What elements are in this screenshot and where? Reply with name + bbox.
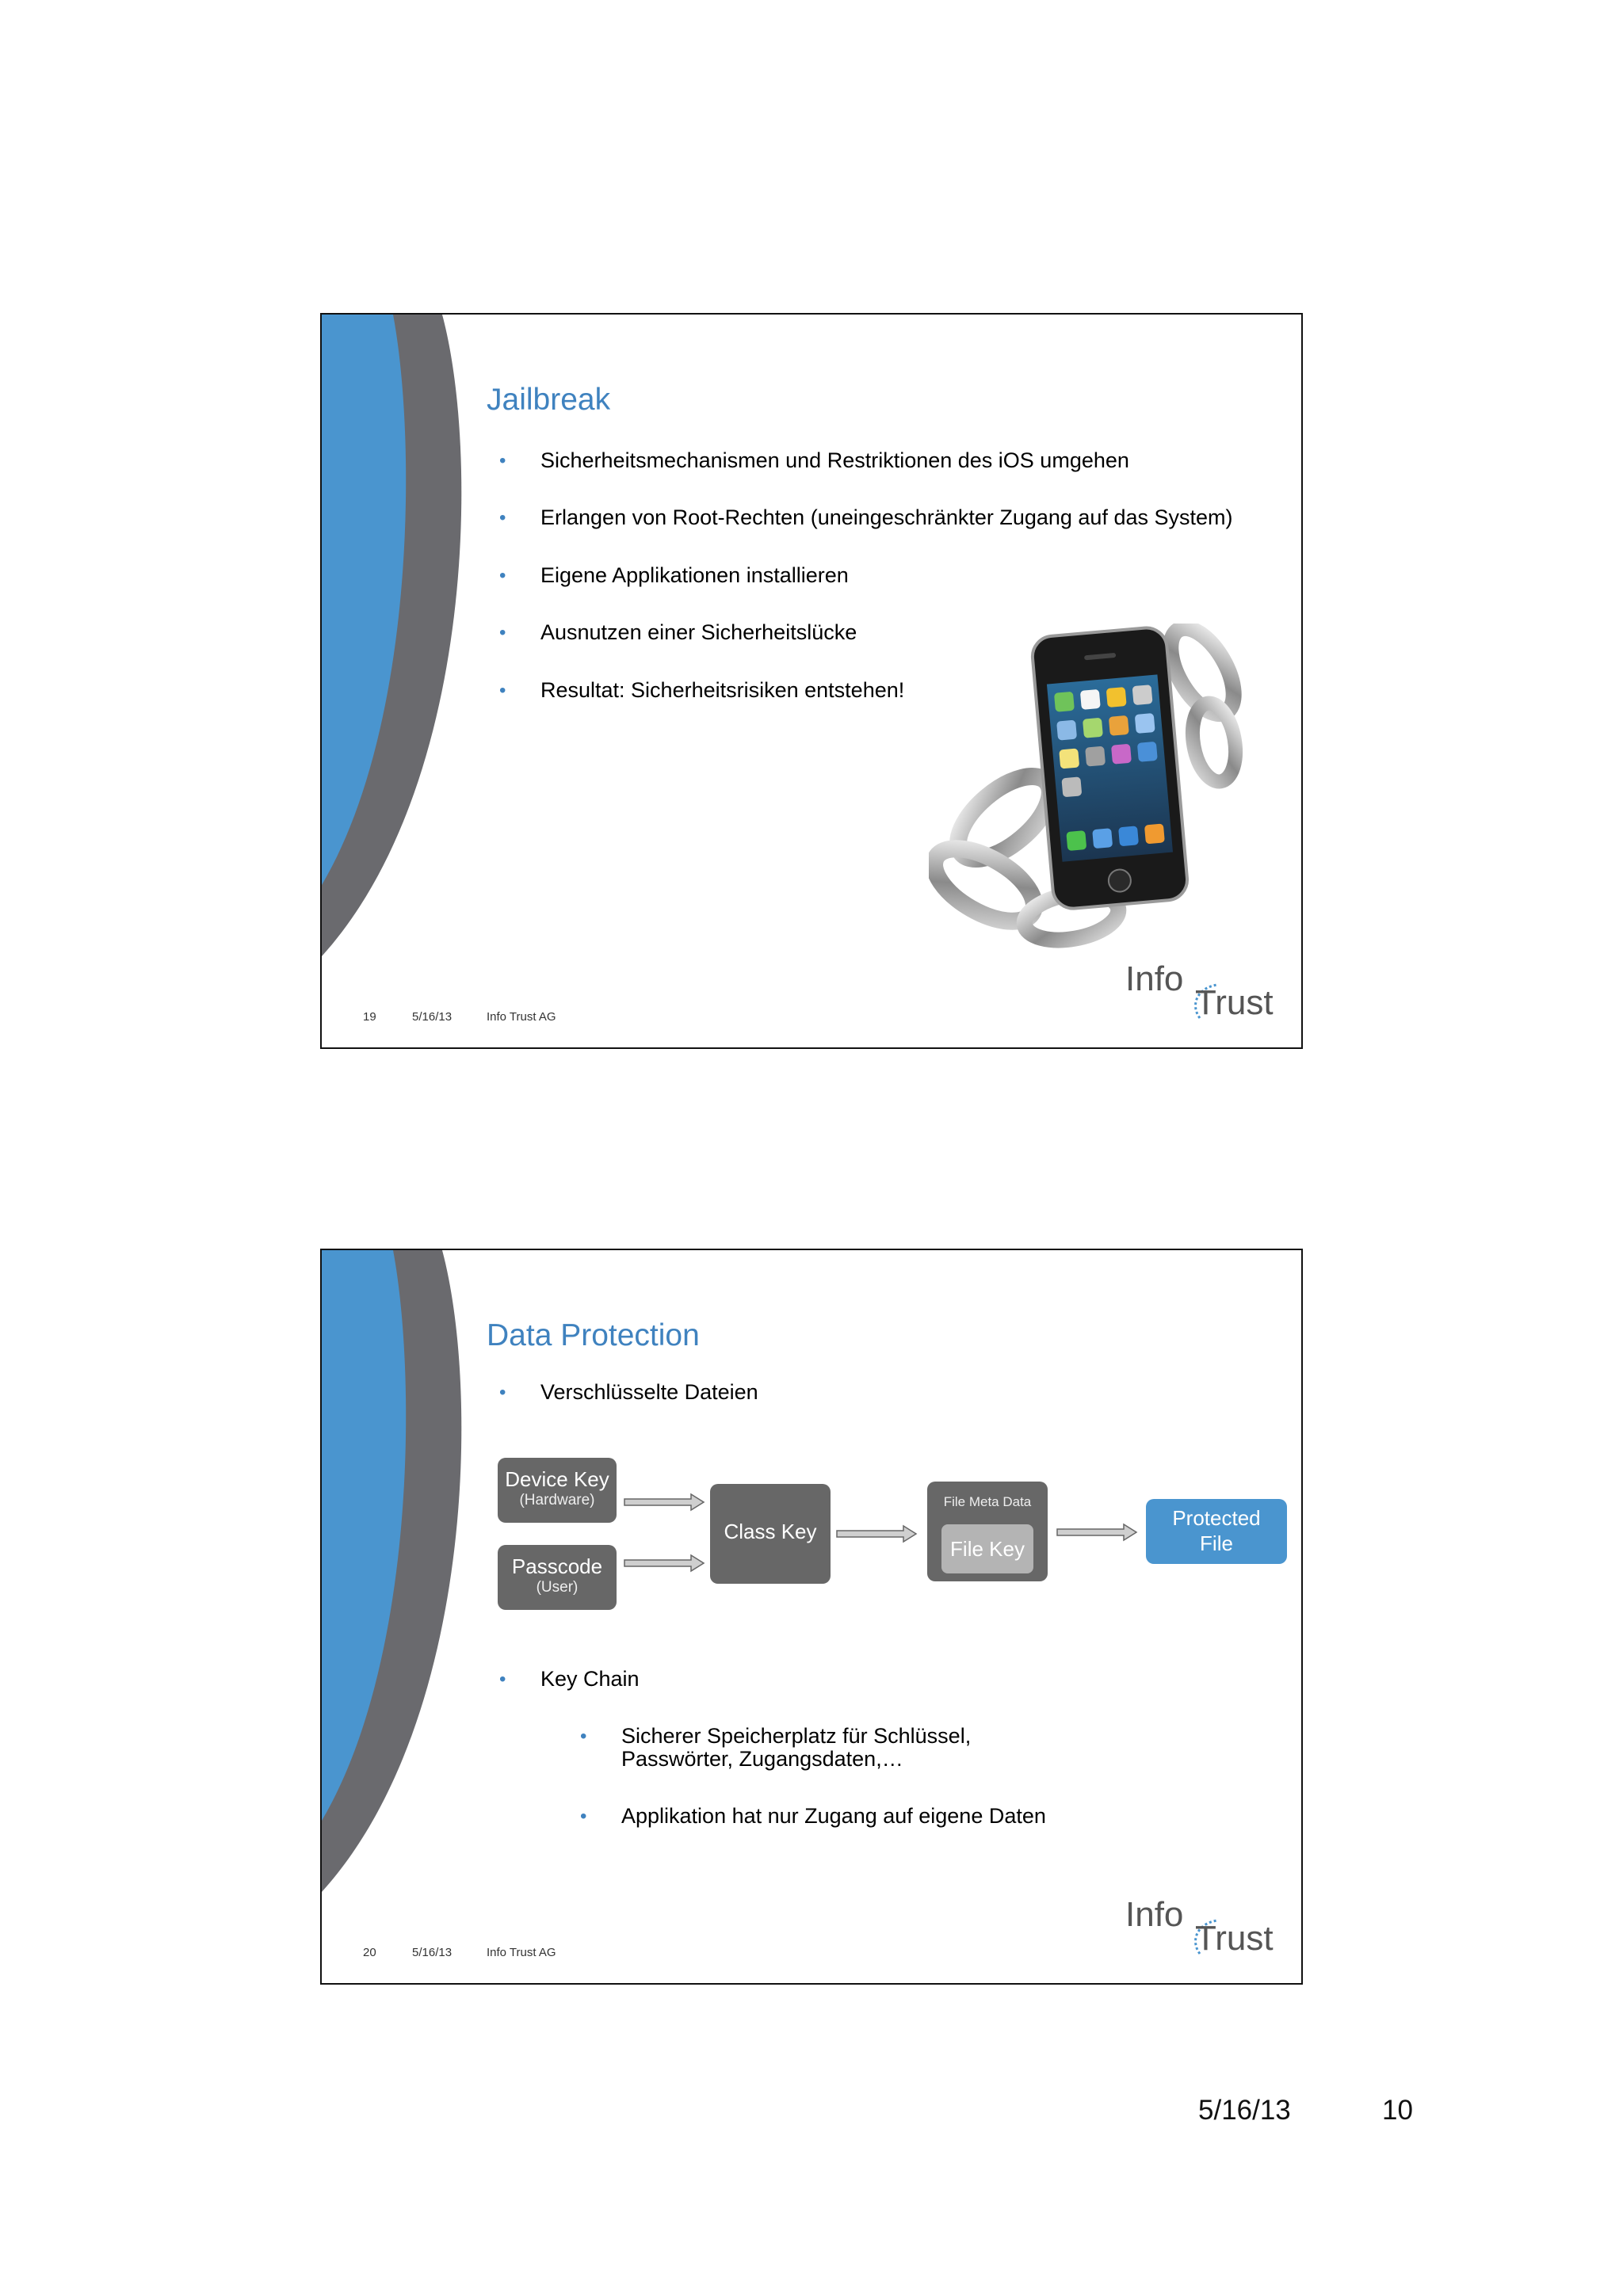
logo-trust-text: Trust — [1195, 1919, 1274, 1958]
passcode-box: Passcode (User) — [498, 1545, 617, 1610]
slide-company: Info Trust AG — [487, 1946, 556, 1959]
infotrust-logo: Info Trust — [1125, 959, 1284, 1026]
slide-date: 5/16/13 — [412, 1946, 453, 1959]
passcode-label: Passcode — [511, 1554, 603, 1578]
arrow-right-icon — [624, 1493, 705, 1512]
bullet-item: Sicherheitsmechanismen und Restriktionen… — [499, 449, 1129, 473]
logo-info-text: Info — [1125, 1895, 1184, 1934]
device-key-box: Device Key (Hardware) — [498, 1458, 617, 1523]
sub-bullet-item: Applikation hat nur Zugang auf eigene Da… — [580, 1805, 1046, 1829]
bullet-item: Erlangen von Root-Rechten (uneingeschrän… — [499, 506, 1232, 530]
slide-decoration — [322, 315, 462, 956]
class-key-label: Class Key — [724, 1520, 817, 1543]
protected-file-box: Protected File — [1146, 1499, 1287, 1564]
page-number: 10 — [1382, 2095, 1413, 2126]
logo-trust-text: Trust — [1195, 983, 1274, 1022]
file-key-box: File Key — [941, 1524, 1033, 1573]
bullet-item: Key Chain — [499, 1668, 639, 1691]
slide-title: Data Protection — [487, 1318, 700, 1352]
passcode-sub: (User) — [536, 1579, 579, 1596]
logo-arc-icon — [1194, 983, 1218, 1019]
arrow-right-icon — [836, 1524, 918, 1543]
bullet-item: Resultat: Sicherheitsrisiken entstehen! — [499, 679, 904, 703]
slide-company: Info Trust AG — [487, 1010, 556, 1024]
slide-number: 20 — [363, 1946, 376, 1959]
class-key-box: Class Key — [710, 1484, 831, 1584]
bullet-list: Sicherheitsmechanismen und Restriktionen… — [322, 315, 1301, 1047]
device-key-label: Device Key — [505, 1467, 609, 1491]
slide-title: Jailbreak — [487, 383, 611, 417]
protected-file-label-2: File — [1200, 1531, 1233, 1555]
device-key-sub: (Hardware) — [519, 1492, 595, 1508]
file-meta-label: File Meta Data — [943, 1494, 1032, 1509]
logo-arc-icon — [1194, 1919, 1218, 1955]
slide-jailbreak: Jailbreak Sicherheitsmechanismen und Res… — [320, 313, 1303, 1049]
sub-bullet-item: Sicherer Speicherplatz für Schlüssel, Pa… — [580, 1724, 972, 1771]
bullet-item: Ausnutzen einer Sicherheitslücke — [499, 621, 857, 645]
slide-number: 19 — [363, 1010, 376, 1024]
arrow-right-icon — [1056, 1523, 1138, 1542]
bullet-item: Verschlüsselte Dateien — [499, 1381, 758, 1405]
file-meta-box: File Meta Data File Key — [927, 1482, 1048, 1581]
slide-decoration — [322, 1250, 462, 1892]
protected-file-label-1: Protected — [1172, 1506, 1261, 1530]
phone-chain-image — [929, 624, 1243, 948]
bullet-item: Eigene Applikationen installieren — [499, 564, 849, 588]
sub-bullet-line: Passwörter, Zugangsdaten,… — [621, 1747, 903, 1771]
slide-data-protection: Data Protection Verschlüsselte Dateien D… — [320, 1249, 1303, 1985]
slide-date: 5/16/13 — [412, 1010, 453, 1024]
arrow-right-icon — [624, 1554, 705, 1573]
infotrust-logo: Info Trust — [1125, 1895, 1284, 1962]
sub-bullet-line: Sicherer Speicherplatz für Schlüssel, — [621, 1724, 972, 1748]
logo-info-text: Info — [1125, 959, 1184, 998]
page-date: 5/16/13 — [1198, 2095, 1291, 2126]
